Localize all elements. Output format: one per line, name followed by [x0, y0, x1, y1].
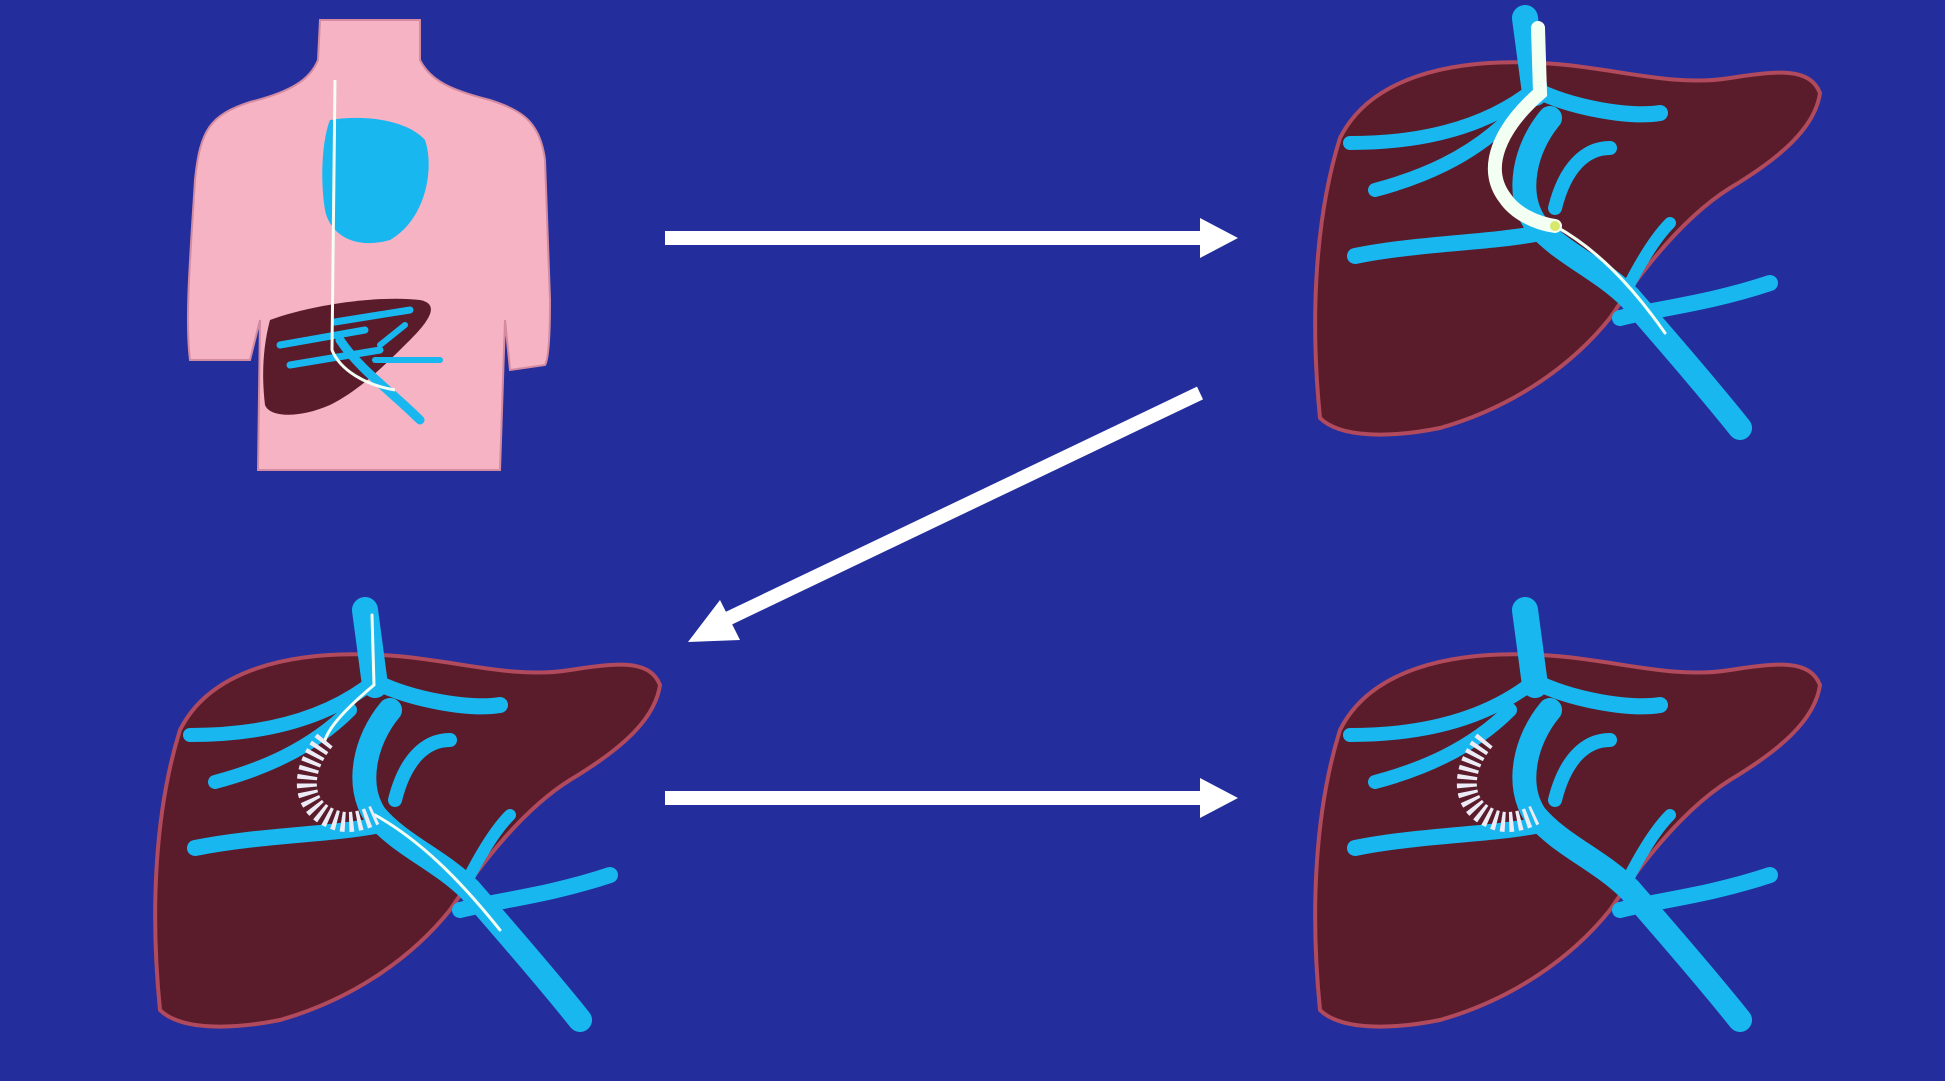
liver-with-stent-icon: [1315, 610, 1820, 1027]
torso-with-liver-icon: [188, 20, 550, 470]
arrow-right-top: [665, 218, 1238, 258]
torso-body: [188, 20, 550, 470]
process-arrows: [665, 218, 1238, 818]
liver-with-catheter-icon: [1315, 18, 1820, 435]
needle-tip: [1550, 221, 1560, 231]
arrow-diagonal: [688, 393, 1200, 642]
arrow-right-bottom: [665, 778, 1238, 818]
liver-with-stent-and-wire-icon: [155, 610, 660, 1027]
